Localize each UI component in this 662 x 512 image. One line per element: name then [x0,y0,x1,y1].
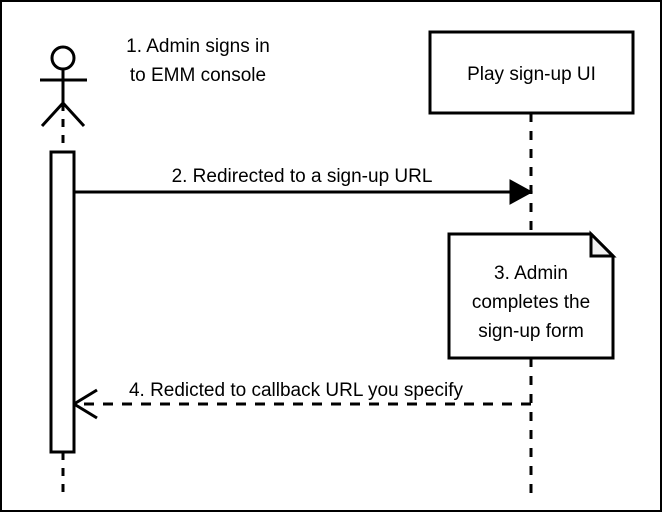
play-signup-ui-label: Play sign-up UI [467,64,596,85]
note-3-line1: 3. Admin [494,263,568,284]
actor-head-icon [50,45,76,71]
actor-stick-figure [40,45,87,128]
note-3-line2: completes the [472,292,590,313]
actor-label-line2: to EMM console [130,65,266,86]
message-2-arrowhead-icon [509,179,534,205]
actor-activation-bar [49,150,76,454]
actor-leg-right [61,101,86,128]
actor-label-line1: 1. Admin signs in [126,36,270,57]
message-4-label: 4. Redicted to callback URL you specify [129,380,464,401]
message-2-label: 2. Redirected to a sign-up URL [172,166,433,187]
message-4-arrowhead-lower-icon [73,402,98,420]
note-3-body [447,232,615,360]
message-2-arrow [74,179,534,205]
note-3-fold-icon [589,230,617,258]
play-signup-ui-box [428,30,635,115]
message-4-arrowhead-upper-icon [73,388,98,406]
note-3-line3: sign-up form [478,321,584,342]
actor-leg-left [40,101,65,128]
note-3: 3. Admin completes the sign-up form [447,230,617,360]
message-4-arrow [73,388,531,420]
